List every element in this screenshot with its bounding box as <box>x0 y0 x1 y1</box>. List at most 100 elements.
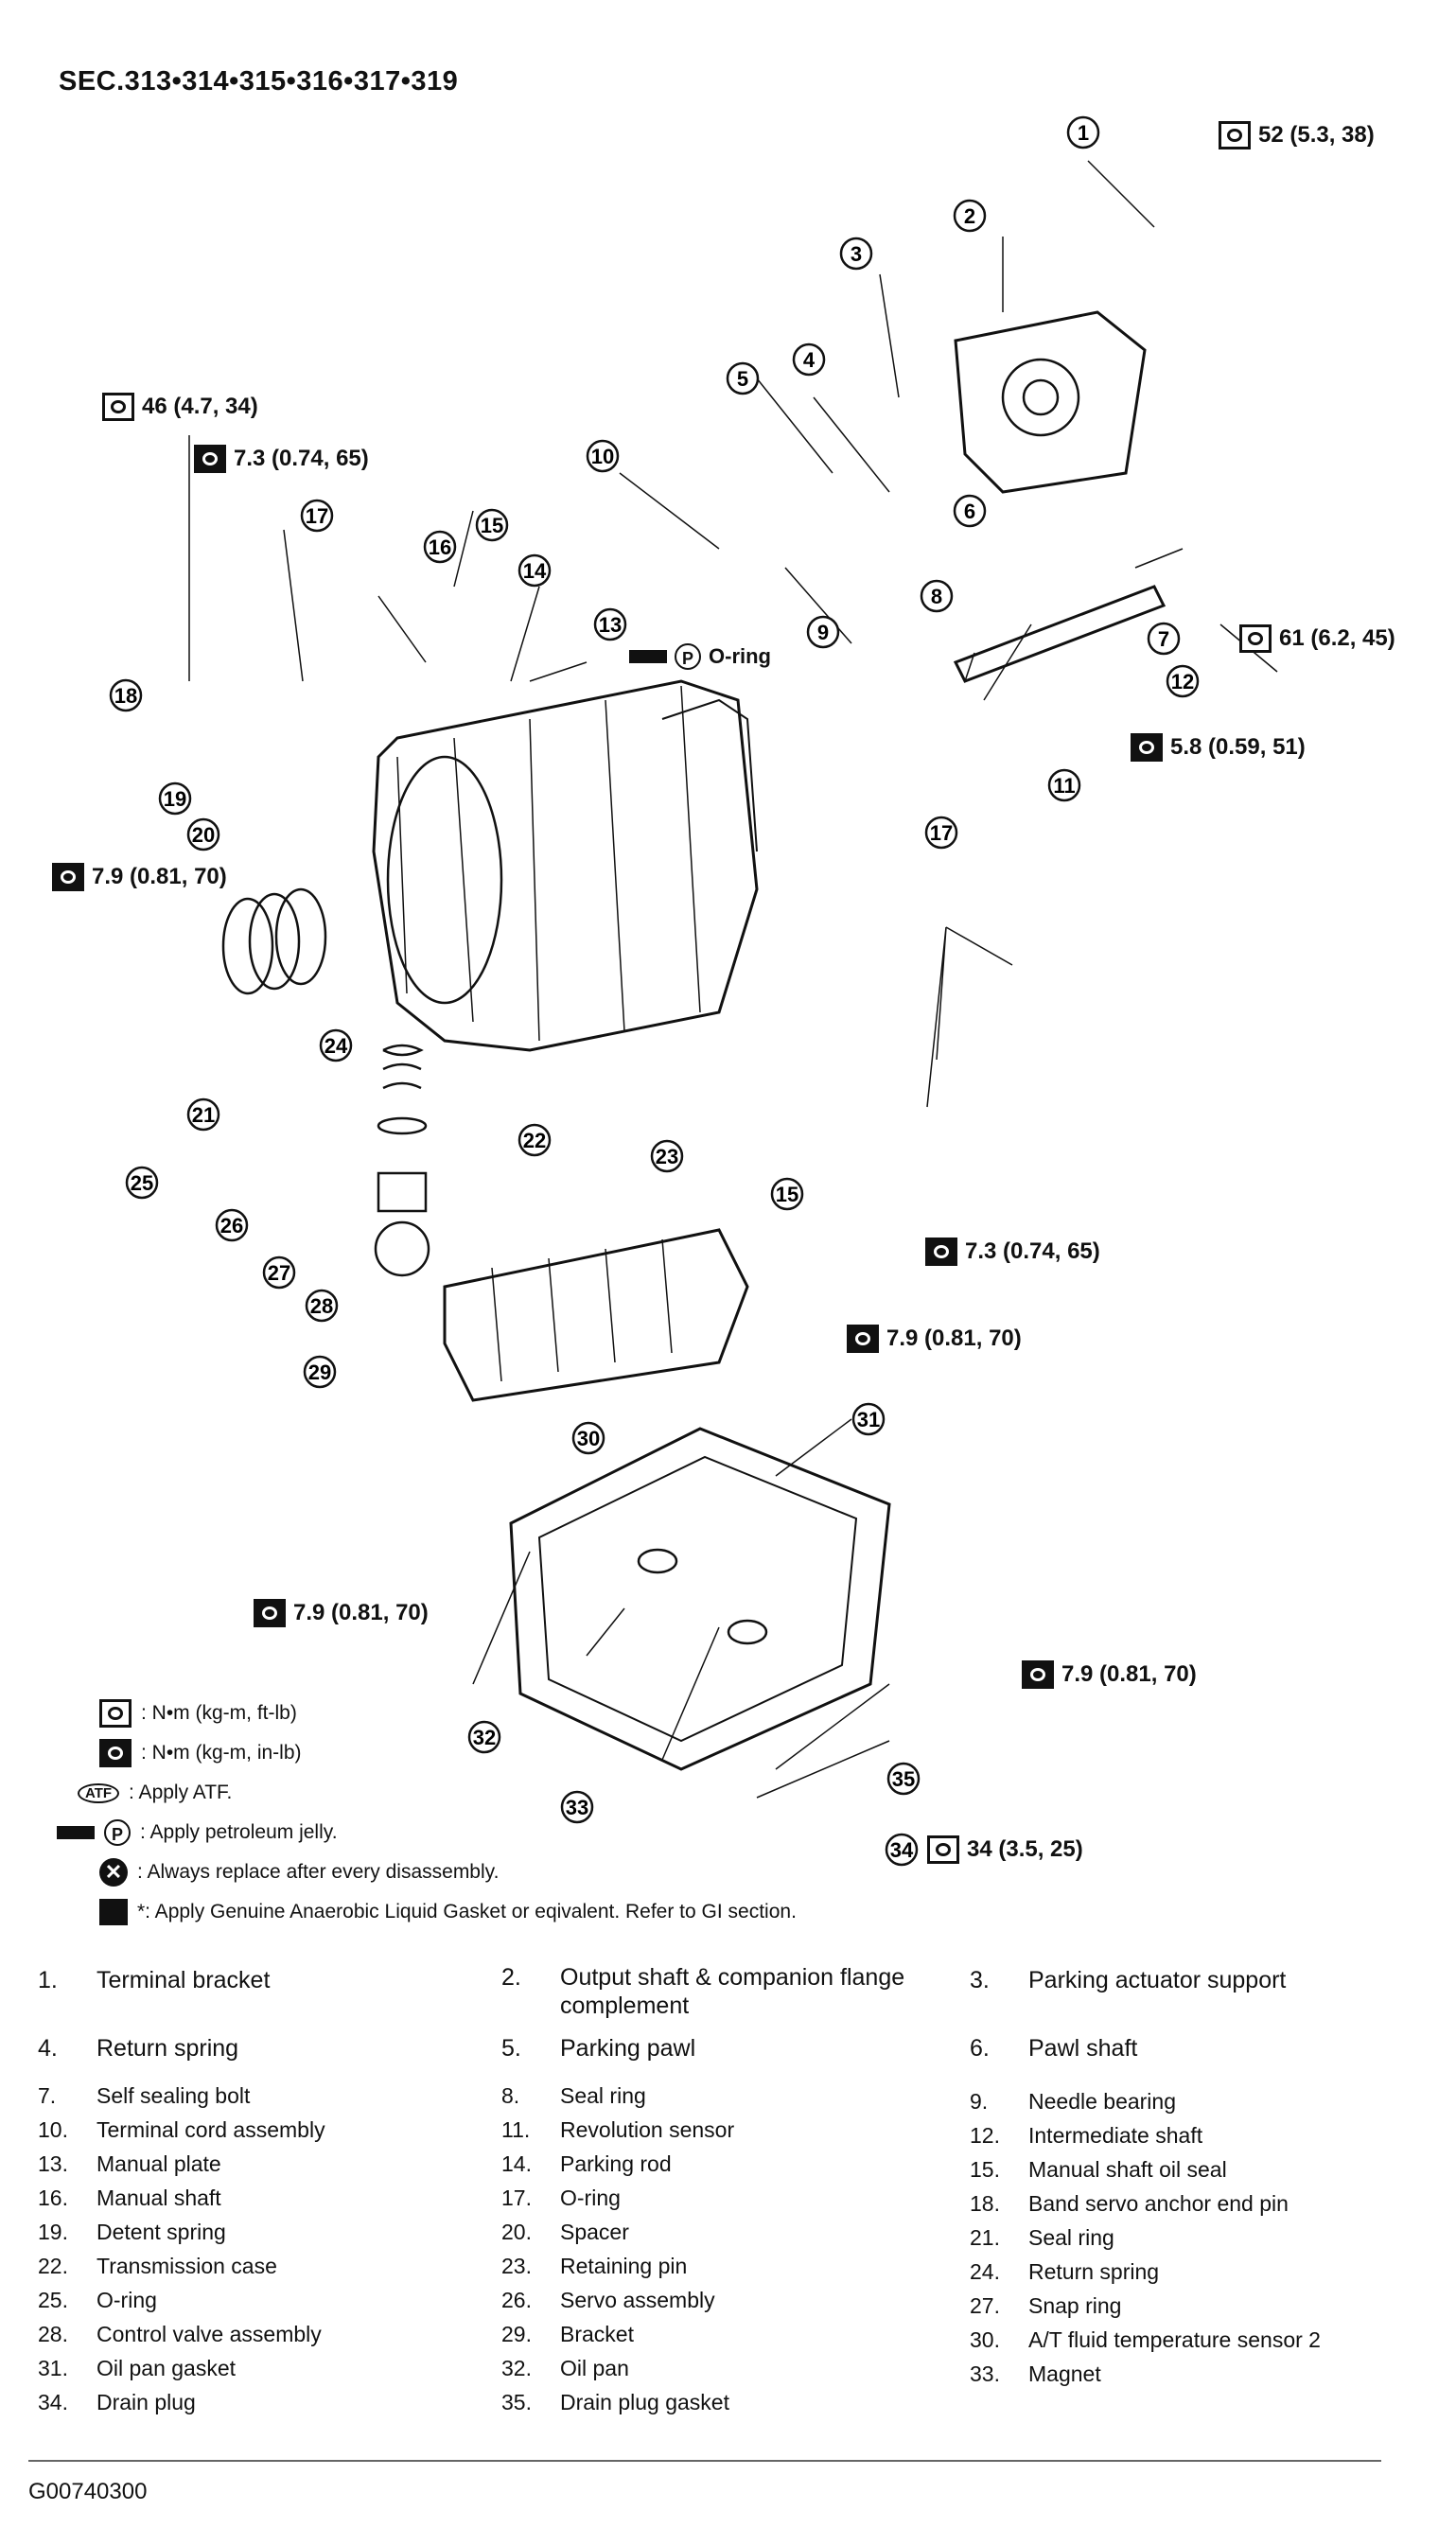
svg-text:20: 20 <box>192 823 215 847</box>
petroleum-jelly-icon <box>57 1826 95 1839</box>
svg-text:18: 18 <box>114 684 137 708</box>
part-name: Retaining pin <box>560 2254 688 2278</box>
part-name: Band servo anchor end pin <box>1028 2191 1289 2216</box>
part-name: Bracket <box>560 2322 634 2346</box>
list-item: 5.Parking pawl <box>501 2035 696 2062</box>
list-item: 9.Needle bearing <box>970 2084 1424 2118</box>
svg-text:22: 22 <box>523 1129 546 1152</box>
part-number: 16. <box>38 2186 68 2210</box>
torque-callout-46: 46 (4.7, 34) <box>102 393 258 421</box>
balloon-21: 21 <box>186 1097 220 1132</box>
svg-text:31: 31 <box>857 1408 880 1431</box>
svg-text:27: 27 <box>268 1261 290 1285</box>
balloon-17a: 17 <box>300 499 334 533</box>
p-circle-icon: P <box>675 643 701 670</box>
part-number: 34. <box>38 2390 68 2414</box>
svg-text:19: 19 <box>164 787 186 811</box>
svg-text:4: 4 <box>803 348 816 372</box>
legend-text: *: Apply Genuine Anaerobic Liquid Gasket… <box>137 1901 797 1922</box>
torque-value: 7.3 (0.74, 65) <box>965 1238 1100 1264</box>
balloon-22: 22 <box>517 1123 552 1157</box>
part-number: 31. <box>38 2356 68 2380</box>
petroleum-jelly-icon <box>629 650 667 663</box>
legend-sealant: *: Apply Genuine Anaerobic Liquid Gasket… <box>57 1892 797 1932</box>
balloon-35: 35 <box>886 1762 921 1796</box>
part-number: 21. <box>970 2225 1000 2250</box>
part-name: Seal ring <box>1028 2225 1114 2250</box>
torque-value: 7.9 (0.81, 70) <box>92 864 227 889</box>
part-name: Intermediate shaft <box>1028 2123 1203 2148</box>
part-number: 20. <box>501 2220 532 2244</box>
balloon-13: 13 <box>593 607 627 641</box>
balloon-15a: 15 <box>475 508 509 542</box>
legend-text: : Always replace after every disassembly… <box>137 1861 500 1883</box>
part-name: Return spring <box>1028 2259 1160 2284</box>
balloon-27: 27 <box>262 1255 296 1290</box>
balloon-16: 16 <box>423 530 457 564</box>
balloon-15b: 15 <box>770 1177 804 1211</box>
svg-text:12: 12 <box>1171 670 1194 693</box>
parts-top-col1: 1.Terminal bracket <box>38 1963 492 1997</box>
torque-value: 34 (3.5, 25) <box>967 1836 1083 1862</box>
part-number: 15. <box>970 2157 1000 2182</box>
list-item: 21. Seal ring <box>970 2221 1424 2255</box>
parts-top-row2-col1: 4.Return spring <box>38 2031 492 2065</box>
part-number: 8. <box>501 2083 520 2108</box>
legend-atf: ATF: Apply ATF. <box>57 1773 797 1813</box>
exploded-diagram: 1 2 3 4 5 6 7 8 9 10 11 12 13 14 15 15 1… <box>109 115 1278 1867</box>
part-name: Parking rod <box>560 2151 672 2176</box>
part-name: Seal ring <box>560 2083 646 2108</box>
part-name: Oil pan gasket <box>96 2356 237 2380</box>
torque-callout-61: 61 (6.2, 45) <box>1239 624 1395 653</box>
svg-text:10: 10 <box>591 445 614 468</box>
part-name: Terminal cord assembly <box>96 2117 325 2142</box>
torque-callout-7-9a: 7.9 (0.81, 70) <box>52 863 227 891</box>
torque-callout-7-9d: 7.9 (0.81, 70) <box>1022 1660 1197 1689</box>
part-number: 7. <box>38 2083 57 2108</box>
legend: : N•m (kg-m, ft-lb) : N•m (kg-m, in-lb) … <box>57 1694 797 1932</box>
svg-text:1: 1 <box>1078 121 1089 145</box>
parts-top-row2-col2: 5.Parking pawl <box>501 2031 956 2065</box>
torque-callout-7-9b: 7.9 (0.81, 70) <box>847 1325 1022 1353</box>
svg-text:5: 5 <box>737 367 748 391</box>
legend-text: : Apply ATF. <box>129 1782 233 1803</box>
part-number: 19. <box>38 2220 68 2244</box>
torque-ftlb-icon <box>1219 121 1251 149</box>
svg-text:13: 13 <box>599 613 622 637</box>
part-name: O-ring <box>560 2186 621 2210</box>
balloon-6: 6 <box>953 494 987 528</box>
svg-text:14: 14 <box>523 559 547 583</box>
list-item: 29.Bracket <box>501 2317 956 2351</box>
legend-ftlb: : N•m (kg-m, ft-lb) <box>57 1694 797 1733</box>
part-name: Oil pan <box>560 2356 629 2380</box>
svg-text:33: 33 <box>566 1796 588 1819</box>
part-number: 22. <box>38 2254 68 2278</box>
part-number: 26. <box>501 2288 532 2312</box>
legend-replace: ✕ : Always replace after every disassembl… <box>57 1852 797 1892</box>
list-item: 2.Output shaft & companion flange comple… <box>501 1964 905 2019</box>
balloon-26: 26 <box>215 1208 249 1242</box>
svg-text:28: 28 <box>310 1294 333 1318</box>
part-name: A/T fluid temperature sensor 2 <box>1028 2327 1321 2352</box>
part-name: Servo assembly <box>560 2288 715 2312</box>
list-item: 30.A/T fluid temperature sensor 2 <box>970 2323 1424 2357</box>
divider <box>28 2460 1381 2462</box>
balloon-2: 2 <box>953 199 987 233</box>
balloon-25: 25 <box>125 1166 159 1200</box>
torque-callout-7-9c: 7.9 (0.81, 70) <box>254 1599 429 1627</box>
svg-text:21: 21 <box>192 1103 215 1127</box>
balloon-31: 31 <box>851 1402 886 1436</box>
legend-jelly: P: Apply petroleum jelly. <box>57 1813 797 1852</box>
list-item: 16.Manual shaft <box>38 2181 492 2215</box>
balloon-5: 5 <box>726 361 760 395</box>
list-item: 8. Seal ring <box>501 2079 956 2113</box>
intermediate-shaft <box>953 585 1167 683</box>
list-item: 25.O-ring <box>38 2283 492 2317</box>
svg-text:23: 23 <box>656 1145 678 1168</box>
replace-x-icon: ✕ <box>99 1858 128 1887</box>
torque-ftlb-icon <box>102 393 134 421</box>
part-name: Self sealing bolt <box>96 2083 251 2108</box>
